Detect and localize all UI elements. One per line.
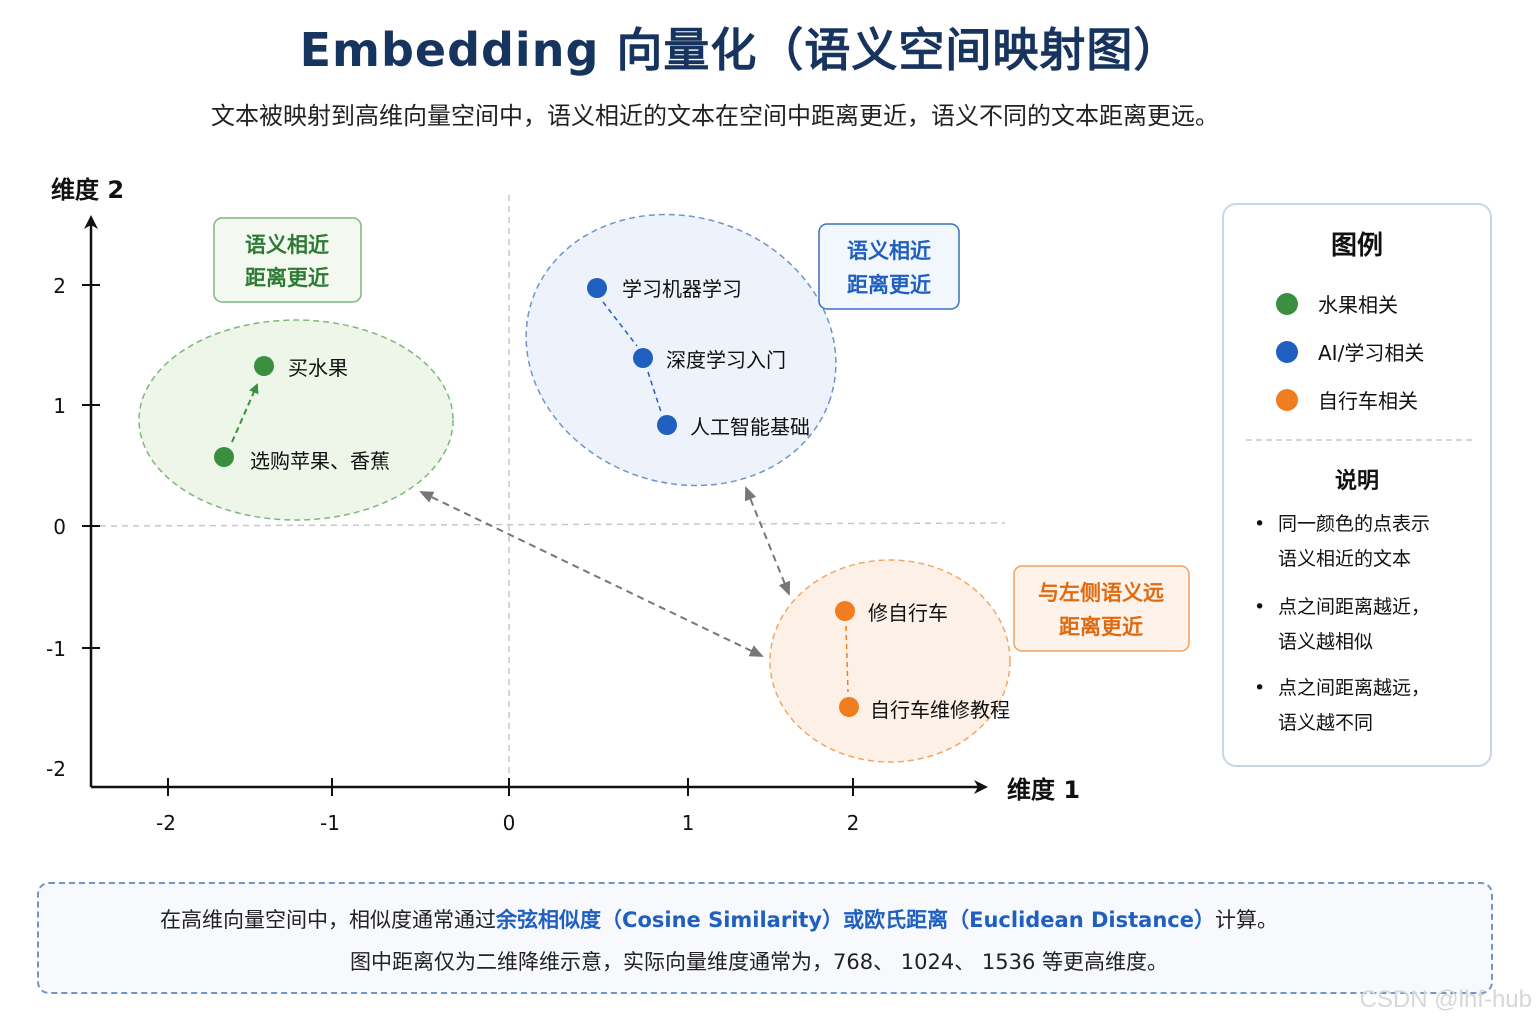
footer-note-box: 在高维向量空间中，相似度通常通过余弦相似度（Cosine Similarity）… (37, 882, 1493, 994)
point-label: 深度学习入门 (666, 348, 786, 372)
point-bike-repair-tutorial (839, 697, 859, 717)
distance-arrow-fruit-bike (419, 491, 764, 657)
point-buy-fruit (254, 356, 274, 376)
y-tick-label: 0 (53, 515, 66, 539)
legend-item-ai: AI/学习相关 (1276, 337, 1424, 366)
footer-highlight-cosine: 余弦相似度（Cosine Similarity） (496, 908, 844, 932)
x-tick-label: 0 (503, 811, 516, 835)
legend-panel: 图例 水果相关 AI/学习相关 自行车相关 说明 • 同一颜色的点表示语义相近的… (1222, 203, 1492, 767)
green-dot-icon (1276, 292, 1298, 315)
bullet-icon: • (1254, 677, 1266, 699)
x-tick-label: 2 (847, 811, 860, 835)
point-fix-bike (835, 601, 855, 621)
footer-line-2: 图中距离仅为二维降维示意，实际向量维度通常为，768、 1024、 1536 等… (350, 950, 1168, 974)
page-title: Embedding 向量化（语义空间映射图） (299, 23, 1181, 77)
ai-link (647, 371, 662, 413)
bike-callout-line1: 与左侧语义远 (1038, 581, 1164, 605)
y-tick-label: -1 (46, 637, 66, 661)
orange-dot-icon (1276, 388, 1298, 411)
footer-text: 在高维向量空间中，相似度通常通过 (160, 908, 497, 932)
y-tick-label: -2 (46, 757, 66, 781)
bike-callout-box (1013, 565, 1190, 652)
fruit-callout-line2: 距离更近 (245, 266, 329, 290)
x-tick-label: -2 (156, 811, 176, 835)
point-learn-ml (587, 278, 607, 298)
bike-callout-line2: 距离更近 (1059, 615, 1143, 639)
x-tick-label: -1 (320, 811, 340, 835)
note-line: 语义越相似 (1278, 631, 1374, 653)
note-line: 点之间距离越远， (1278, 677, 1431, 699)
ai-callout-line1: 语义相近 (847, 239, 931, 263)
origin-horizontal-line (99, 522, 1006, 527)
fruit-callout-box (213, 217, 362, 303)
ai-link (602, 301, 638, 347)
legend-label: AI/学习相关 (1318, 341, 1425, 365)
note-item: • 点之间距离越近， 语义越相似 (1254, 590, 1474, 660)
footer-line-1: 在高维向量空间中，相似度通常通过余弦相似度（Cosine Similarity）… (39, 904, 1399, 934)
blue-dot-icon (1276, 340, 1298, 363)
legend-item-fruit: 水果相关 (1276, 289, 1398, 318)
y-tick-label: 2 (53, 274, 66, 298)
fruit-cluster-ellipse (138, 319, 454, 521)
x-axis-label: 维度 1 (1007, 776, 1080, 804)
note-line: 同一颜色的点表示 (1278, 513, 1431, 535)
notes-title: 说明 (1334, 469, 1379, 494)
point-deep-learning (633, 348, 653, 368)
note-line: 语义相近的文本 (1278, 548, 1412, 570)
bike-link (845, 625, 849, 693)
legend-label: 自行车相关 (1318, 389, 1418, 413)
point-label: 买水果 (288, 356, 348, 380)
watermark: CSDN @lhf-hub (1359, 986, 1532, 1013)
footer-highlight-euclidean: 或欧氏距离（Euclidean Distance） (843, 908, 1215, 932)
ai-callout-line2: 距离更近 (847, 273, 931, 297)
x-tick-label: 1 (682, 811, 695, 835)
point-label: 选购苹果、香蕉 (250, 449, 390, 473)
bike-cluster-ellipse (769, 559, 1011, 763)
point-ai-basics (657, 415, 677, 435)
point-label: 人工智能基础 (690, 415, 810, 439)
y-axis-label: 维度 2 (51, 176, 124, 204)
legend-label: 水果相关 (1318, 293, 1398, 317)
legend-divider (1246, 439, 1472, 441)
point-label: 自行车维修教程 (870, 698, 1010, 722)
point-label: 学习机器学习 (622, 277, 742, 301)
footer-text: 计算。 (1214, 908, 1278, 932)
bullet-icon: • (1254, 513, 1266, 535)
point-buy-apple-banana (214, 447, 234, 467)
legend-title: 图例 (1330, 231, 1383, 261)
fruit-link (231, 383, 259, 443)
note-line: 点之间距离越近， (1278, 596, 1431, 618)
note-line: 语义越不同 (1278, 712, 1374, 734)
note-item: • 点之间距离越远， 语义越不同 (1254, 671, 1474, 741)
ai-callout-box (818, 223, 960, 310)
page-subtitle: 文本被映射到高维向量空间中，语义相近的文本在空间中距离更近，语义不同的文本距离更… (211, 102, 1219, 130)
distance-arrow-ai-bike (744, 486, 791, 596)
bullet-icon: • (1254, 596, 1266, 618)
legend-item-bike: 自行车相关 (1276, 385, 1418, 414)
note-item: • 同一颜色的点表示语义相近的文本 (1254, 507, 1474, 577)
fruit-callout-line1: 语义相近 (245, 233, 329, 257)
point-label: 修自行车 (868, 601, 948, 625)
y-tick-label: 1 (53, 394, 66, 418)
